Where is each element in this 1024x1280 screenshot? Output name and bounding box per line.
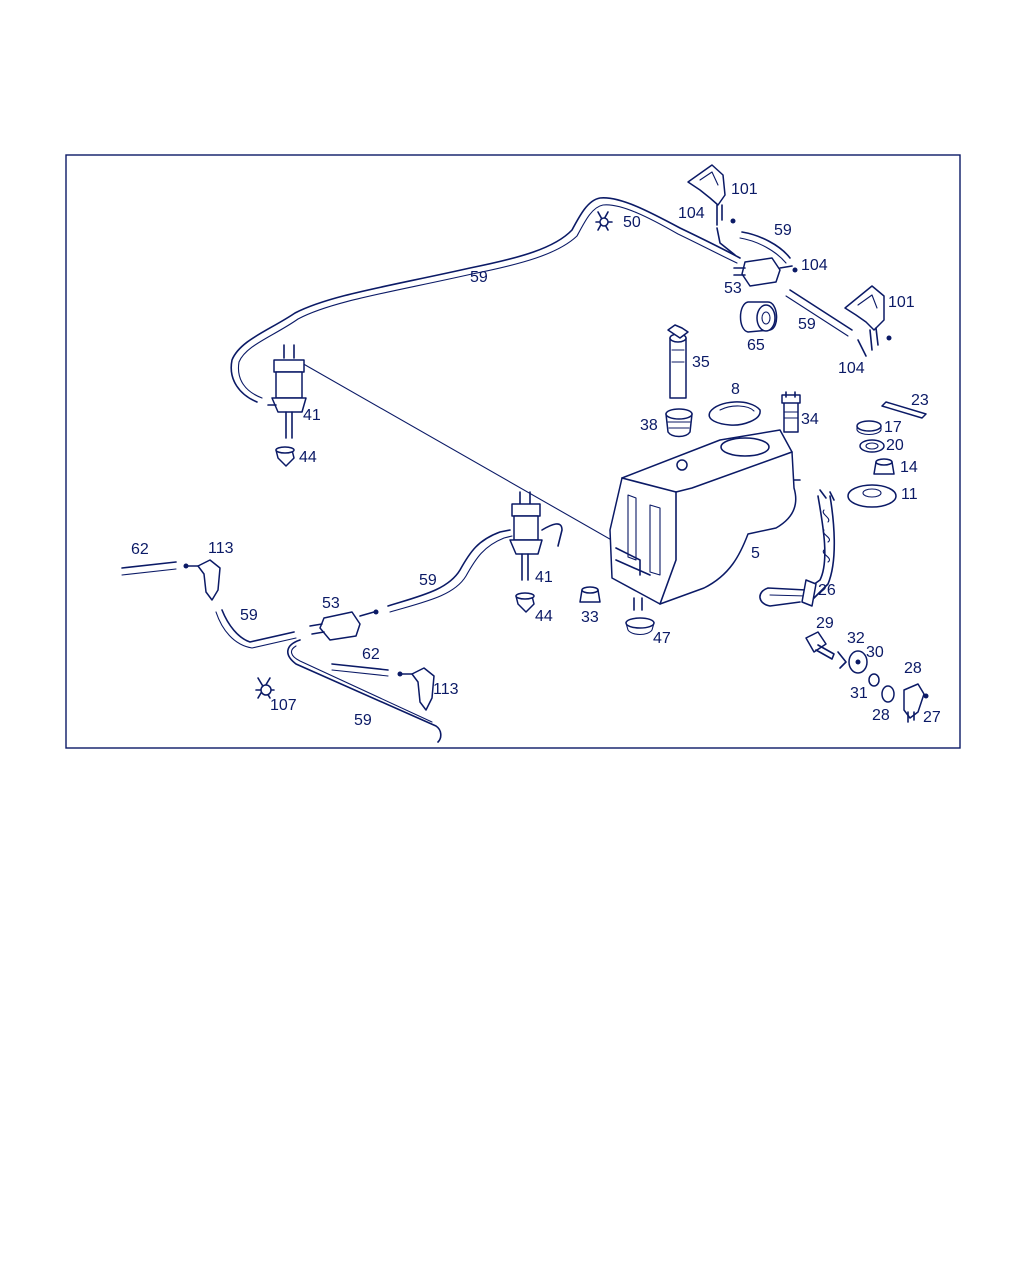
check-valve-53-low	[309, 609, 379, 641]
label-104: 104	[838, 360, 865, 377]
gasket-8	[708, 401, 761, 426]
harness-26	[759, 489, 836, 607]
hose-59-lowleft-2	[215, 611, 297, 649]
hose-59-mid	[387, 529, 511, 607]
label-104: 104	[678, 205, 705, 222]
hose-59-mid-2	[389, 535, 513, 613]
pump-41-top	[267, 344, 307, 439]
hose-104-top	[716, 227, 736, 256]
hose-59-bottom	[287, 639, 442, 743]
label-11: 11	[901, 486, 918, 503]
pump-41-mid	[509, 491, 563, 581]
label-62: 62	[131, 541, 149, 558]
nozzle-101-right	[844, 285, 892, 357]
grommet-44-mid	[515, 592, 535, 613]
hose-59-lowleft	[221, 609, 295, 643]
hose-62-left	[121, 561, 177, 569]
cap-17	[856, 420, 882, 436]
flange-11	[847, 484, 897, 508]
reservoir-5	[609, 429, 801, 605]
filler-35	[667, 324, 689, 399]
clip-50	[595, 211, 613, 231]
hose-62-left-2	[121, 568, 177, 576]
label-31: 31	[850, 685, 868, 702]
washer-30	[848, 650, 868, 674]
sensor-34	[781, 391, 801, 433]
check-valve-53-top	[733, 257, 798, 287]
grommet-14	[873, 458, 895, 475]
grommet-33	[579, 586, 601, 603]
label-14: 14	[900, 459, 918, 476]
label-17: 17	[884, 419, 902, 436]
label-47: 47	[653, 630, 671, 647]
label-44: 44	[299, 449, 317, 466]
label-101: 101	[731, 181, 758, 198]
label-30: 30	[866, 644, 884, 661]
nut-31	[868, 673, 880, 687]
connector-113-left	[183, 559, 221, 601]
bolt-29	[805, 631, 835, 660]
diagram-border	[65, 154, 961, 749]
connector-113-low	[397, 667, 435, 711]
label-32: 32	[847, 630, 865, 647]
label-44: 44	[535, 608, 553, 625]
wire-line	[299, 361, 651, 563]
label-53: 53	[724, 280, 742, 297]
label-33: 33	[581, 609, 599, 626]
label-113: 113	[433, 681, 459, 698]
strip-23	[881, 401, 927, 419]
label-104: 104	[801, 257, 828, 274]
grommet-47	[625, 597, 655, 636]
label-59: 59	[774, 222, 792, 239]
hose-59-top-inner	[237, 204, 738, 399]
label-38: 38	[640, 417, 658, 434]
label-53: 53	[322, 595, 340, 612]
clip-107	[255, 677, 275, 699]
label-20: 20	[886, 437, 904, 454]
connector-27	[903, 683, 929, 723]
roll-65	[739, 301, 778, 333]
label-41: 41	[535, 569, 553, 586]
label-59: 59	[419, 572, 437, 589]
label-27: 27	[923, 709, 941, 726]
grommet-38	[665, 408, 693, 438]
hose-59-bottom-2	[291, 645, 433, 723]
label-59: 59	[798, 316, 816, 333]
label-59: 59	[240, 607, 258, 624]
hose-62-low	[331, 663, 389, 671]
label-28: 28	[872, 707, 890, 724]
label-28: 28	[904, 660, 922, 677]
ring-20	[859, 439, 885, 453]
label-26: 26	[818, 582, 836, 599]
hose-59-short-2	[739, 237, 787, 264]
clip-32	[837, 651, 847, 669]
label-101: 101	[888, 294, 915, 311]
grommet-44-top	[275, 446, 295, 467]
hose-62-low-2	[331, 669, 389, 677]
label-35: 35	[692, 354, 710, 371]
label-113: 113	[208, 540, 234, 557]
label-62: 62	[362, 646, 380, 663]
hose-59-right	[789, 289, 853, 331]
hose-59-right-2	[785, 295, 849, 337]
nozzle-101-top	[687, 164, 736, 226]
label-59: 59	[354, 712, 372, 729]
label-5: 5	[751, 545, 760, 562]
label-50: 50	[623, 214, 641, 231]
label-65: 65	[747, 337, 765, 354]
label-34: 34	[801, 411, 819, 428]
hose-59-top	[230, 197, 741, 403]
label-8: 8	[731, 381, 740, 398]
hose-59-short	[741, 231, 791, 259]
label-23: 23	[911, 392, 929, 409]
label-107: 107	[270, 697, 297, 714]
label-29: 29	[816, 615, 834, 632]
label-59: 59	[470, 269, 488, 286]
oring-28-a	[881, 685, 895, 703]
label-41: 41	[303, 407, 321, 424]
